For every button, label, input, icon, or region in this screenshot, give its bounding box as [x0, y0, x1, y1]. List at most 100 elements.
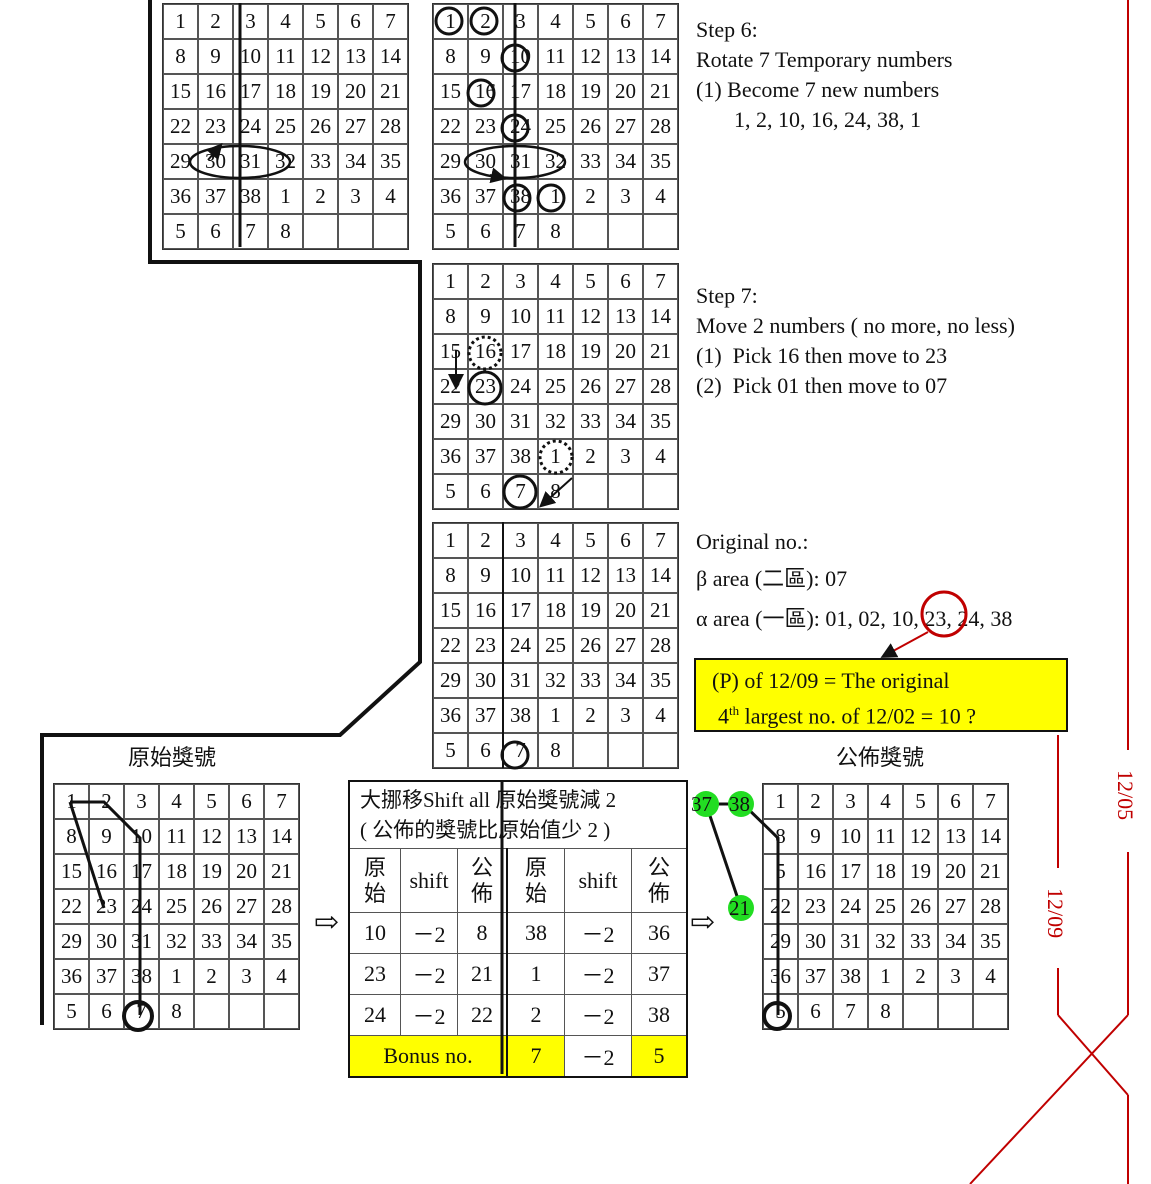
grid-cell: 11 [538, 558, 573, 593]
cell-number: 27 [615, 633, 636, 657]
cell-number: 3 [136, 789, 147, 813]
cell-number: 5 [315, 9, 326, 33]
grid-cell: 8 [538, 214, 573, 249]
step6-line2: (1) Become 7 new numbers [696, 77, 940, 102]
grid-cell: 25 [538, 628, 573, 663]
grid-cell: 1 [433, 523, 468, 558]
grid-cell: 19 [194, 854, 229, 889]
cell-number: 21 [271, 859, 292, 883]
grid-cell: 5 [573, 264, 608, 299]
grid-cell: 27 [608, 628, 643, 663]
step6-line1: Rotate 7 Temporary numbers [696, 47, 953, 72]
bonus-cell: Bonus no. [348, 1035, 508, 1078]
cell-number: 7 [385, 9, 396, 33]
cell-number: 16 [475, 598, 496, 622]
cell-number: 4 [171, 789, 182, 813]
cell-number: 9 [480, 44, 491, 68]
grid-cell: 4 [538, 523, 573, 558]
grid-cell: 1 [538, 439, 573, 474]
arrow-right-2: ⇨ [690, 906, 716, 939]
grid-cell: 19 [303, 74, 338, 109]
grid-cell: 33 [573, 404, 608, 439]
cell-number: 29 [440, 668, 461, 692]
grid-cell: 15 [433, 593, 468, 628]
grid-cell: 5 [763, 854, 798, 889]
grid-cell: 34 [938, 924, 973, 959]
cell-number: 33 [910, 929, 931, 953]
grid-cell: 15 [54, 854, 89, 889]
cell-number: 15 [170, 79, 191, 103]
cell-number: 1 [445, 269, 456, 293]
table-cell: 38 [631, 994, 688, 1036]
grid-cell: 27 [229, 889, 264, 924]
grid-cell: 38 [833, 959, 868, 994]
cell-number: 3 [620, 184, 631, 208]
grid-cell: 17 [503, 334, 538, 369]
grid-cell: 4 [159, 784, 194, 819]
grid-cell: 11 [538, 39, 573, 74]
cell-number: 7 [136, 999, 147, 1023]
grid-cell: 20 [608, 74, 643, 109]
cell-number: 3 [845, 789, 856, 813]
cell-number: 34 [615, 409, 636, 433]
cell-number: 14 [650, 44, 671, 68]
grid-cell: 23 [468, 109, 503, 144]
cell-number: 4 [655, 703, 666, 727]
grid-cell: 25 [538, 109, 573, 144]
grid-cell: 35 [264, 924, 299, 959]
cell-number: 17 [131, 859, 152, 883]
cell-number: 37 [205, 184, 226, 208]
grid-cell: 12 [573, 299, 608, 334]
cell-number: 18 [166, 859, 187, 883]
grid-cell: 38 [124, 959, 159, 994]
grid-cell: 2 [903, 959, 938, 994]
cell-number: 4 [280, 9, 291, 33]
grid-cell: 21 [373, 74, 408, 109]
grid-cell: 3 [503, 264, 538, 299]
grid-cell: 1 [868, 959, 903, 994]
cell-number: 3 [515, 9, 526, 33]
cell-number: 26 [201, 894, 222, 918]
cell-number: 1 [280, 184, 291, 208]
grid-cell: 12 [573, 558, 608, 593]
grid-cell: 27 [338, 109, 373, 144]
table-cell: 2 [506, 994, 565, 1036]
grid-cell: 24 [233, 109, 268, 144]
grid-cell: 4 [643, 179, 678, 214]
grid-cell [573, 474, 608, 509]
cell-number: 2 [480, 269, 491, 293]
cell-number: 31 [131, 929, 152, 953]
grid-cell: 26 [573, 628, 608, 663]
cell-number: 11 [545, 563, 566, 587]
cell-number: 28 [650, 374, 671, 398]
grid-cell: 3 [338, 179, 373, 214]
grid-cell: 26 [303, 109, 338, 144]
grid-cell: 33 [573, 663, 608, 698]
grid-cell: 22 [163, 109, 198, 144]
cell-number: 7 [515, 479, 526, 503]
cell-number: 31 [510, 409, 531, 433]
cell-number: 28 [271, 894, 292, 918]
cell-number: 12 [910, 824, 931, 848]
grid-cell [194, 994, 229, 1029]
cell-number: 5 [175, 219, 186, 243]
cell-number: 35 [650, 149, 671, 173]
grid-cell: 2 [468, 4, 503, 39]
cell-number: 8 [175, 44, 186, 68]
grid-cell [938, 994, 973, 1029]
grid-cell: 31 [503, 144, 538, 179]
cell-number: 12 [310, 44, 331, 68]
grid-cell: 2 [194, 959, 229, 994]
grid-cell: 12 [903, 819, 938, 854]
grid-cell: 4 [973, 959, 1008, 994]
grid-cell: 28 [643, 369, 678, 404]
grid-cell: 4 [268, 4, 303, 39]
table-cell: 36 [631, 912, 688, 954]
grid-cell: 36 [763, 959, 798, 994]
grid-cell [903, 994, 938, 1029]
cell-number: 19 [201, 859, 222, 883]
cell-number: 1 [66, 789, 77, 813]
